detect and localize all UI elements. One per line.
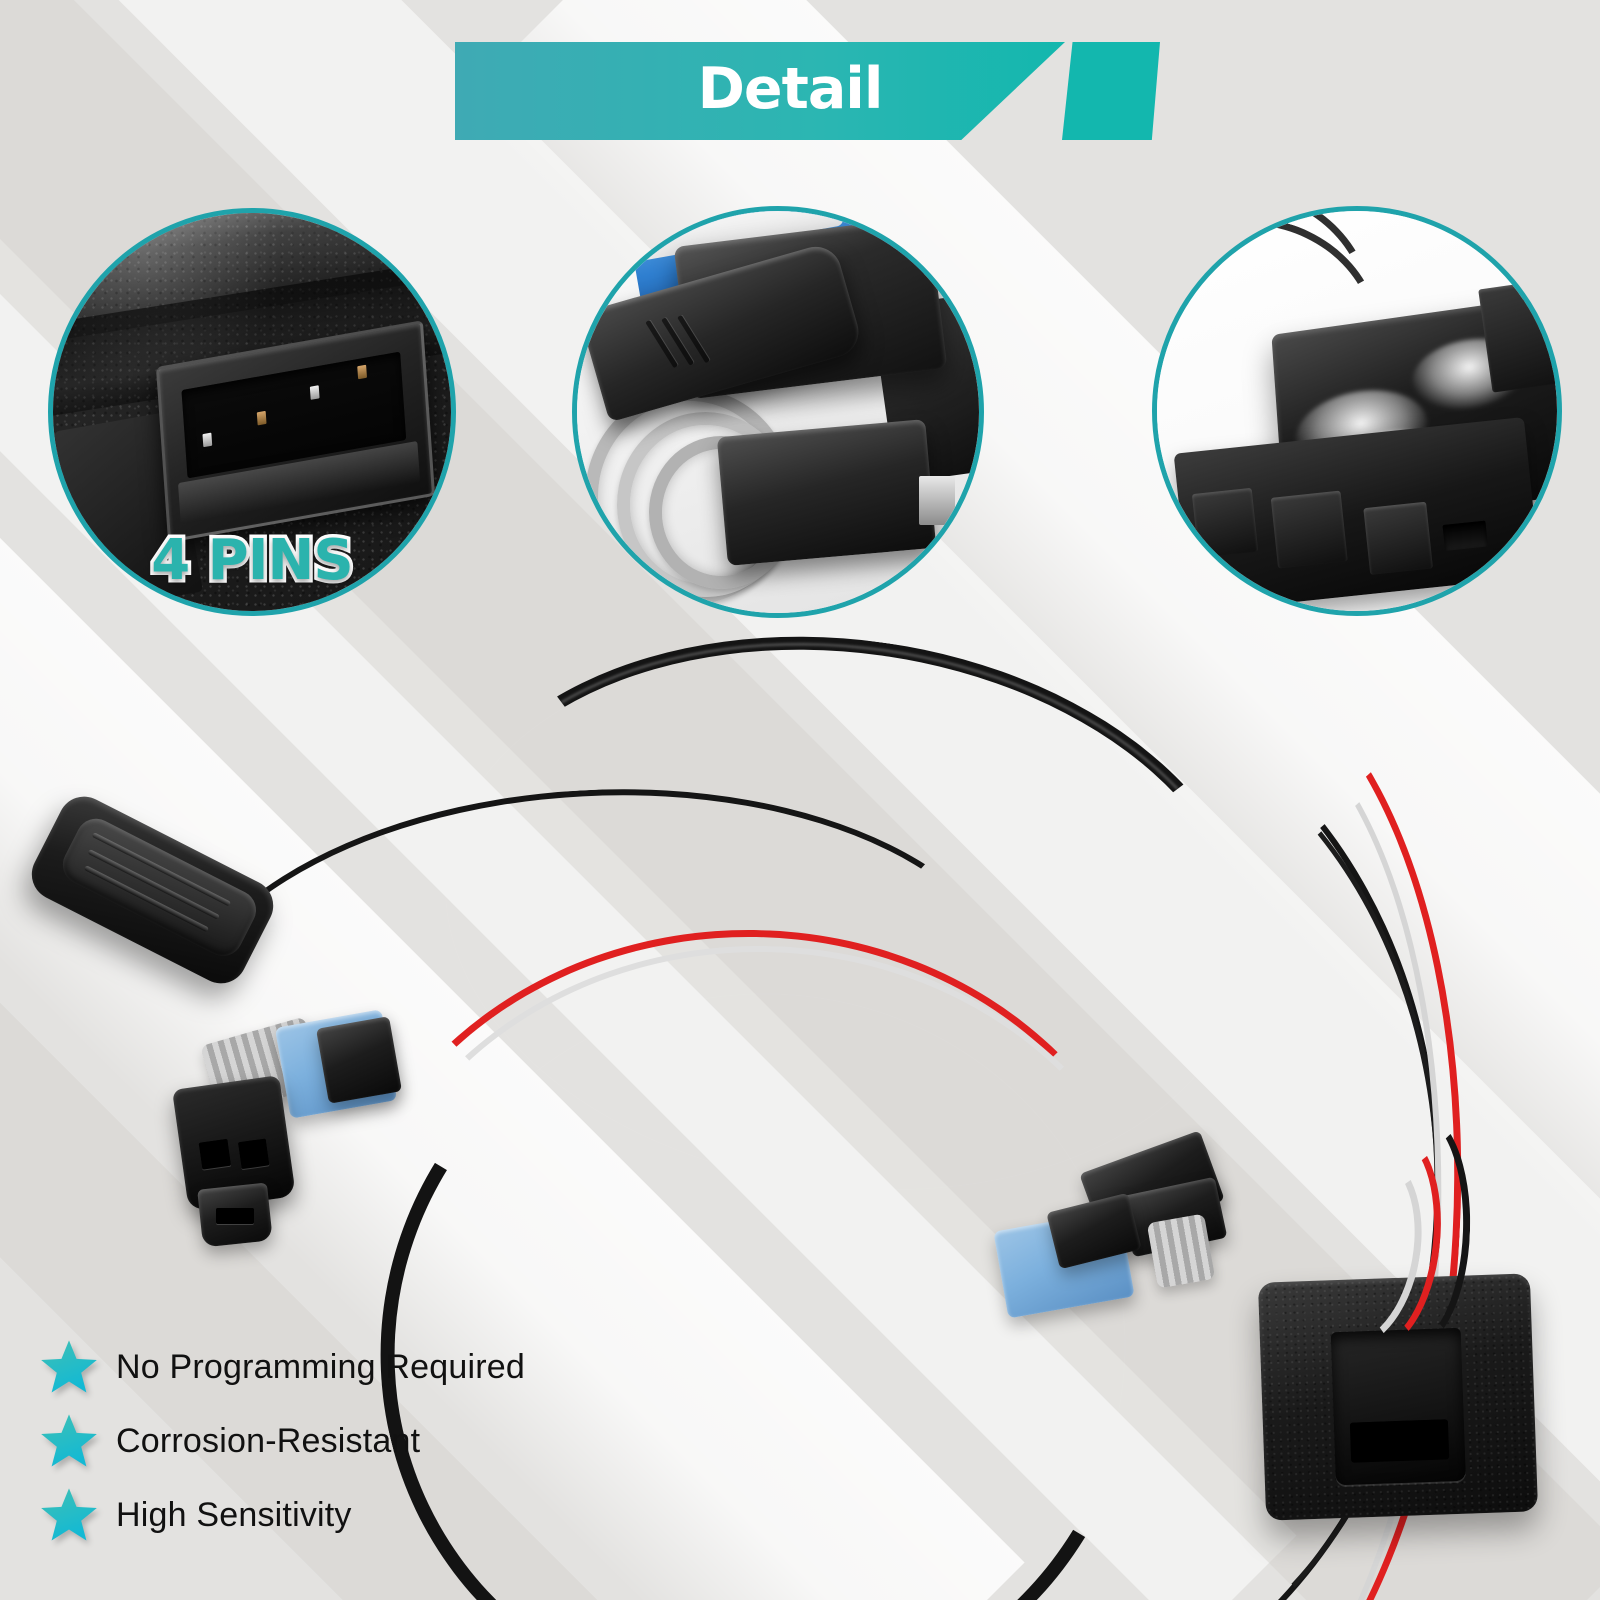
detail-circle-connector-housing xyxy=(572,206,984,618)
detail-circle-switch-assembly xyxy=(1152,206,1562,616)
detail-header-banner: Detail xyxy=(455,42,1065,140)
product-photo-wiring-harness xyxy=(0,584,1600,1600)
feature-label: No Programming Required xyxy=(116,1347,525,1386)
connector-4pin-photo xyxy=(53,213,451,611)
feature-item-1: Corrosion-Resistant xyxy=(40,1404,680,1478)
feature-item-2: High Sensitivity xyxy=(40,1478,680,1552)
page-title: Detail xyxy=(697,56,884,122)
feature-item-0: No Programming Required xyxy=(40,1330,680,1404)
detail-circle-connector-4pin: 4 PINS xyxy=(48,208,456,616)
feature-label: Corrosion-Resistant xyxy=(116,1421,421,1460)
star-icon xyxy=(41,1414,97,1467)
connector-housing-photo xyxy=(577,211,979,613)
star-icon xyxy=(41,1488,97,1541)
switch-assembly-photo xyxy=(1157,211,1557,611)
feature-list: No Programming Required Corrosion-Resist… xyxy=(40,1330,680,1552)
switch-module xyxy=(22,787,283,993)
pins-count-label: 4 PINS xyxy=(148,525,358,597)
feature-label: High Sensitivity xyxy=(116,1495,352,1534)
star-icon xyxy=(41,1340,97,1393)
header-slash-accent-2 xyxy=(1112,42,1160,140)
